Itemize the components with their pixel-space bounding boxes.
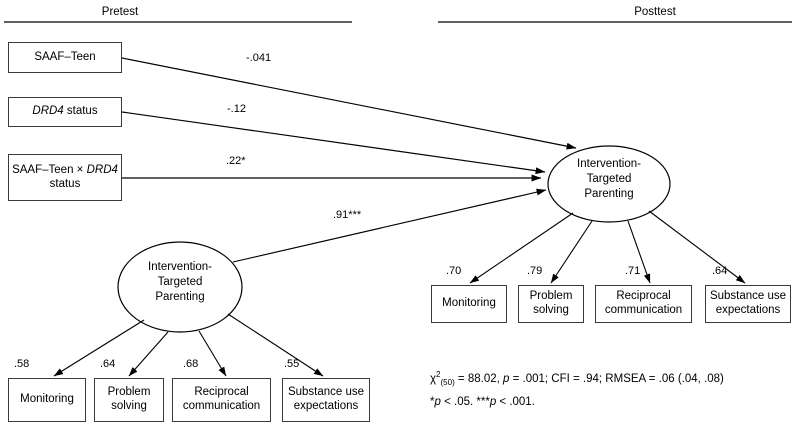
coef-interaction-to-posttest: .22* [226,155,246,167]
loading-label-post-problem-solving: .79 [527,265,543,277]
sig-p-symbol-2: p [489,396,497,408]
path-pretest-latent-to-posttest-latent [232,188,547,263]
path-drd4-to-posttest [121,111,546,175]
loading-post-substance-use-expectations [648,210,746,284]
loading-label-post-substance-use-expectations: .64 [712,265,728,277]
loading-pre-problem-solving [128,331,169,377]
predictor-label-saaf-teen: SAAF–Teen [34,50,96,63]
sig-text-2: < .001. [496,396,535,408]
predictor-label-drd4-status: DRD4 status [32,105,98,118]
chi-df: (50) [440,378,455,388]
coef-saaf-to-posttest: -.041 [246,52,272,64]
sig-star-1: * [430,396,435,408]
posttest-latent-ellipse [547,145,671,223]
loading-label-pre-monitoring: .58 [14,358,30,370]
loading-label-pre-reciprocal-communication: .68 [183,358,199,370]
loading-pre-substance-use-expectations [227,313,324,377]
loading-post-monitoring [469,212,574,284]
coef-pretest-to-posttest-latent: .91*** [333,209,362,221]
loading-label-post-reciprocal-communication: .71 [625,265,641,277]
loading-label-pre-substance-use-expectations: .55 [284,358,300,370]
chi-exponent: 2 [436,370,441,379]
sig-p-symbol-1: p [434,396,441,408]
predictor-box-drd4-status[interactable]: DRD4 status [8,97,122,127]
loading-post-problem-solving [550,220,593,284]
loading-label-post-monitoring: .70 [446,265,462,277]
path-saaf-to-posttest [121,57,577,150]
indicator-label-post-monitoring: Monitoring [442,297,496,310]
loading-label-pre-problem-solving: .64 [100,358,116,370]
sig-text-1: < .05. *** [440,396,490,408]
predictor-box-saaf-teen[interactable]: SAAF–Teen [8,42,122,73]
indicator-label-pre-monitoring: Monitoring [20,393,74,406]
significance-legend-note: *p < .05. ***p < .001. [430,396,535,408]
coef-drd4-to-posttest: -.12 [227,103,246,115]
fit-p-symbol: p [503,372,510,385]
posttest-header-label: Posttest [634,6,676,18]
indicator-box-pre-monitoring[interactable]: Monitoring [8,378,86,422]
pretest-header-label: Pretest [101,6,139,18]
chi-symbol: χ [430,372,437,385]
fit-stat-part-b: = .001; CFI = .94; RMSEA = .06 (.04, .08… [509,372,724,385]
loading-pre-reciprocal-communication [198,330,227,377]
indicator-box-post-monitoring[interactable]: Monitoring [431,285,507,323]
loading-pre-monitoring [53,319,145,377]
fit-stat-part-a: = 88.02, [454,372,504,385]
loading-post-reciprocal-communication [627,220,651,284]
pretest-latent-ellipse [117,241,243,333]
fit-statistics-note: χ2(50) = 88.02, p = .001; CFI = .94; RMS… [430,370,724,387]
